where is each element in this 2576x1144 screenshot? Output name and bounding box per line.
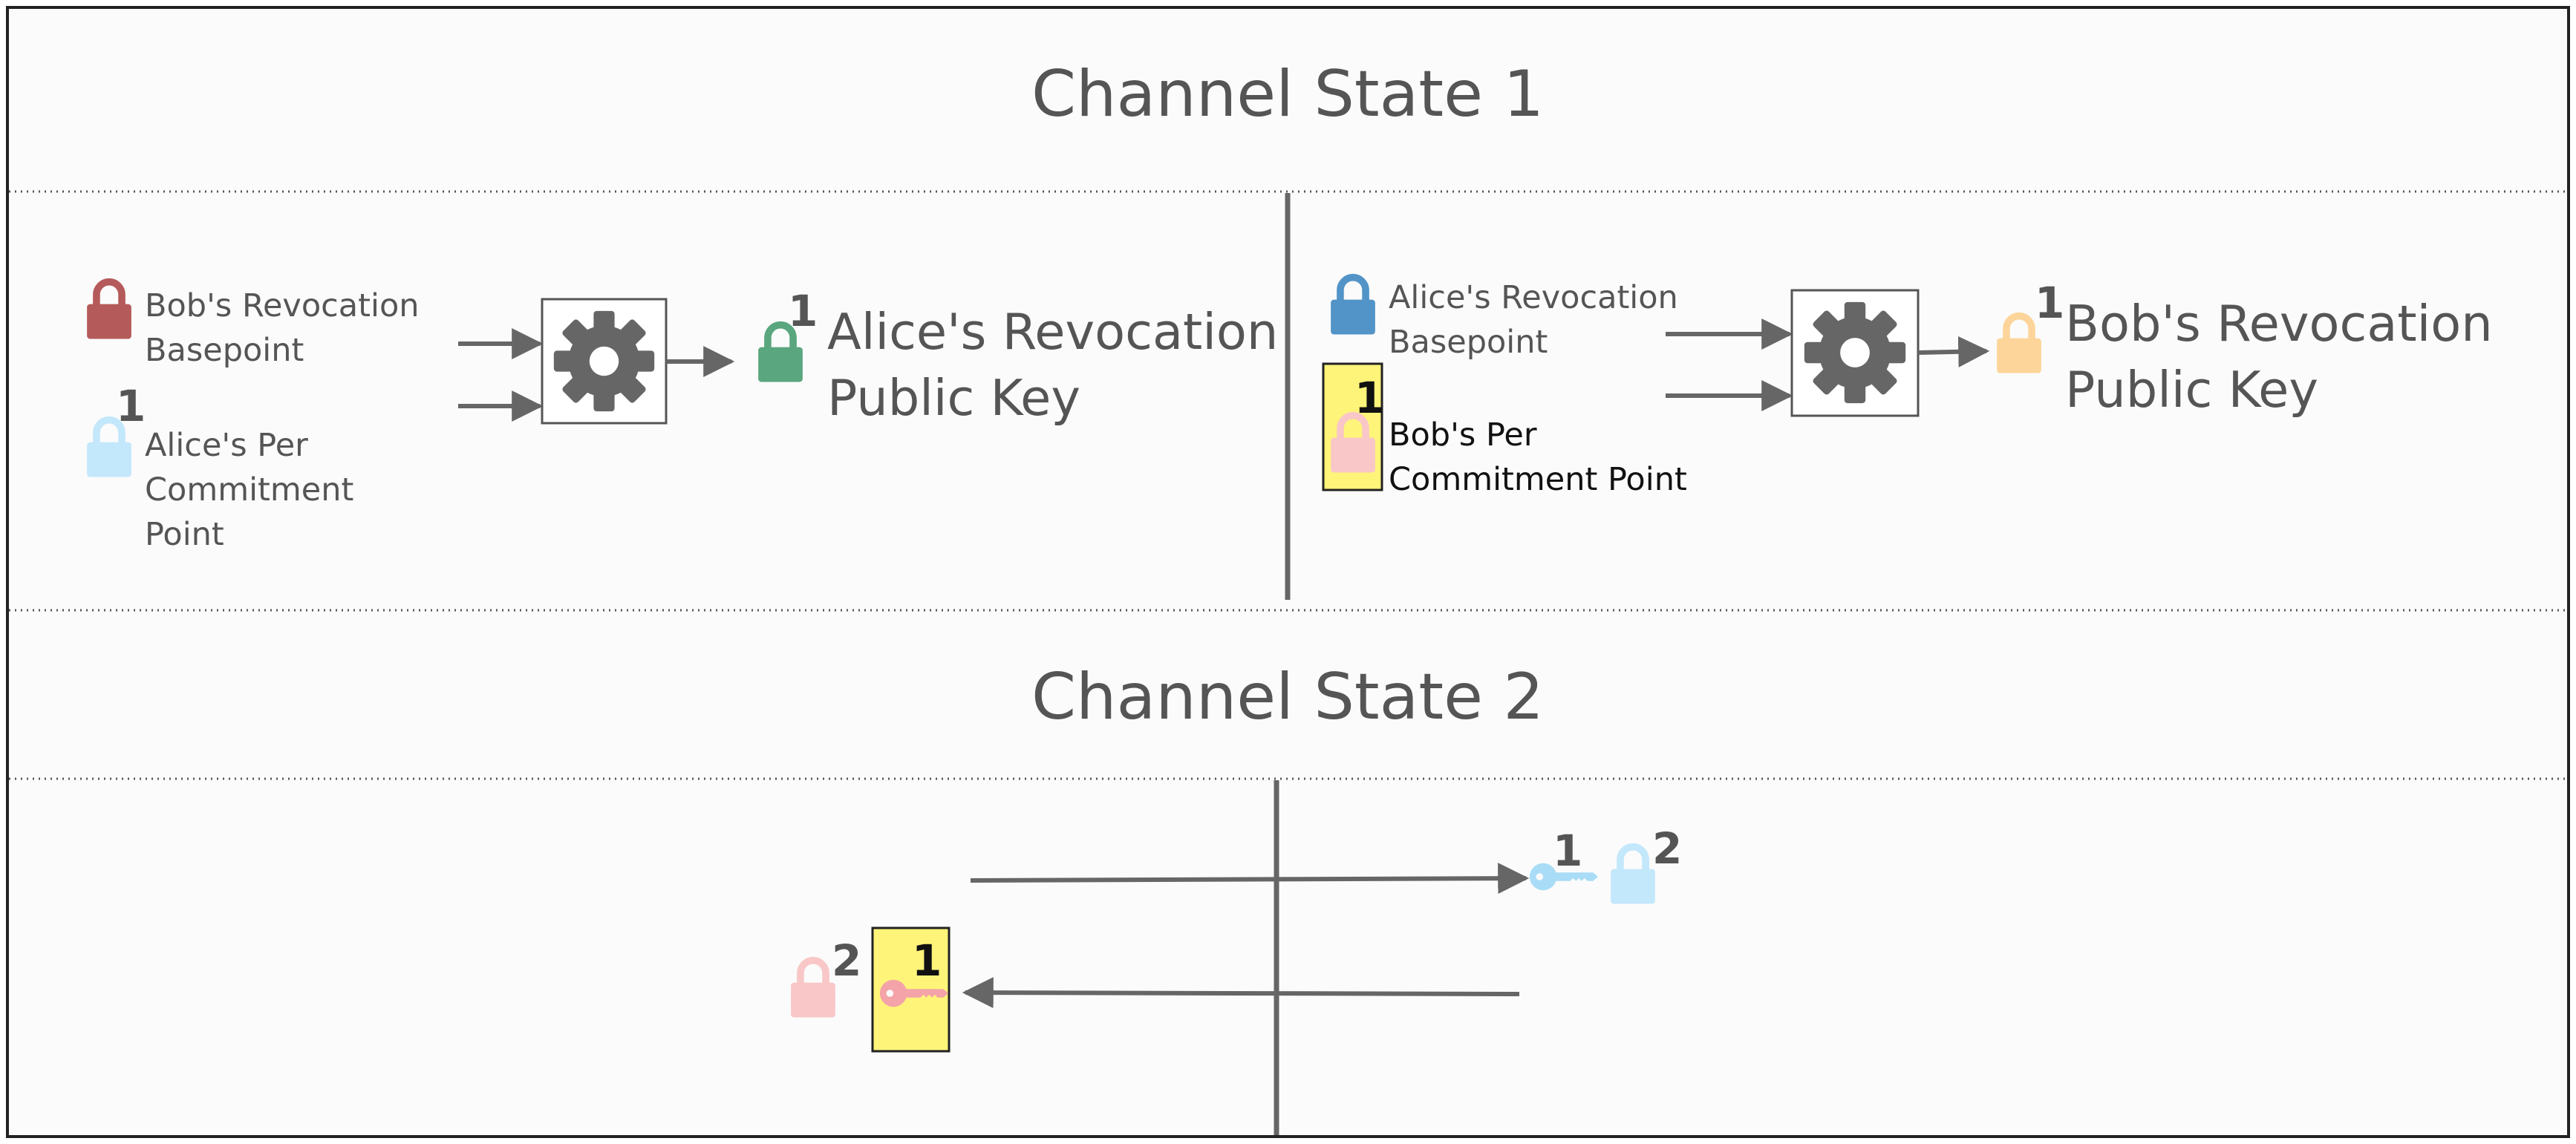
to-alice-key-number: 1 xyxy=(912,935,942,986)
state2-exchange: 1 2 1 2 xyxy=(791,823,1682,1053)
bob-revocation-number: 1 xyxy=(2035,278,2064,328)
state1-right-panel: Alice's Revocation Basepoint 1 Bob's Per… xyxy=(1322,278,2493,498)
state1-left-panel: Bob's Revocation Basepoint 1 Alice's Per… xyxy=(87,282,1278,553)
bob-per-commitment-line1: Bob's Per xyxy=(1389,416,1537,454)
exchange-arrow-to-bob xyxy=(970,863,1530,895)
to-bob-lock-number: 2 xyxy=(1652,823,1682,874)
alice-basepoint-label-line1: Alice's Revocation xyxy=(1389,279,1678,316)
bob-basepoint-label-line1: Bob's Revocation xyxy=(145,287,420,324)
state2-title: Channel State 2 xyxy=(1031,660,1544,734)
gear-icon xyxy=(1804,301,1906,404)
output-arrow xyxy=(1917,336,1990,367)
alice-per-commitment-line3: Point xyxy=(145,516,224,553)
bob-per-commitment-line2: Commitment Point xyxy=(1389,461,1687,498)
bob-revocation-line1: Bob's Revocation xyxy=(2065,295,2493,353)
to-bob-key-number: 1 xyxy=(1553,826,1582,876)
alice-basepoint-label-line2: Basepoint xyxy=(1389,324,1548,361)
gear-icon xyxy=(553,310,655,412)
state1-title: Channel State 1 xyxy=(1031,57,1544,131)
bob-revocation-line2: Public Key xyxy=(2065,361,2318,419)
exchange-arrow-to-alice xyxy=(962,977,1520,1009)
alice-per-commitment-line2: Commitment xyxy=(145,471,353,509)
alice-revocation-line2: Public Key xyxy=(827,369,1080,427)
alice-per-commitment-line1: Alice's Per xyxy=(145,427,308,464)
to-alice-lock-number: 2 xyxy=(832,935,861,986)
alice-revocation-line1: Alice's Revocation xyxy=(827,303,1278,361)
bob-basepoint-label-line2: Basepoint xyxy=(145,332,304,369)
